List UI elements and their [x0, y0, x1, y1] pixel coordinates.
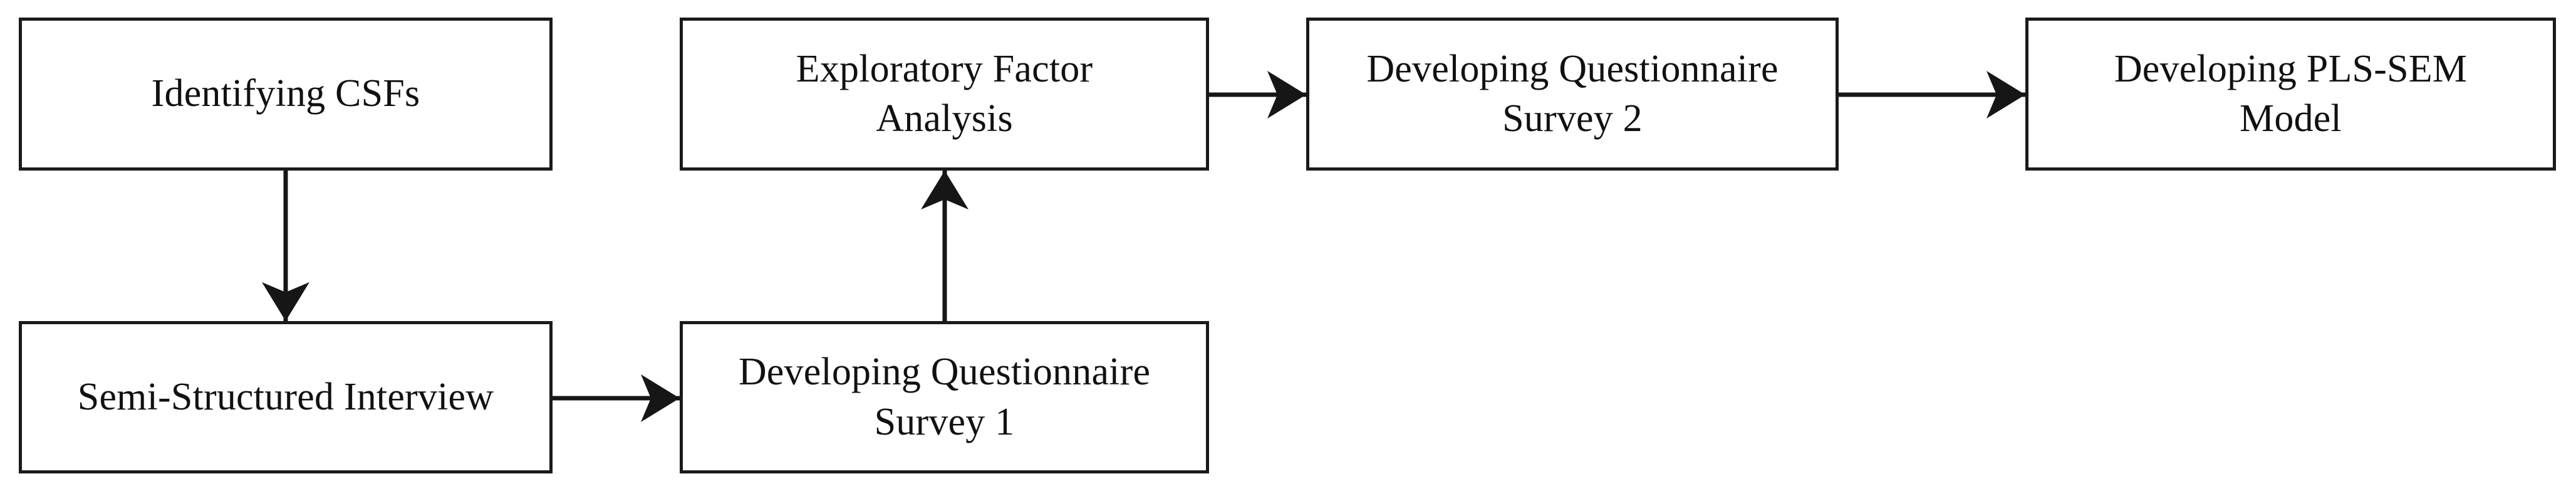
node-identifying-csfs[interactable]: Identifying CSFs — [19, 18, 553, 171]
arrowhead-icon — [641, 374, 680, 422]
node-label: Exploratory Factor Analysis — [796, 47, 1093, 140]
node-exploratory-factor-analysis[interactable]: Exploratory Factor Analysis — [680, 18, 1209, 171]
arrowhead-icon — [1267, 71, 1306, 119]
arrowhead-icon — [262, 282, 309, 321]
node-developing-questionnaire-survey-2[interactable]: Developing Questionnaire Survey 2 — [1306, 18, 1839, 171]
node-developing-pls-sem-model[interactable]: Developing PLS-SEM Model — [2025, 18, 2556, 171]
node-label: Semi-Structured Interview — [77, 375, 494, 418]
node-developing-questionnaire-survey-1[interactable]: Developing Questionnaire Survey 1 — [680, 321, 1209, 473]
node-label: Developing Questionnaire Survey 1 — [738, 351, 1151, 443]
node-label: Developing Questionnaire Survey 2 — [1366, 47, 1779, 140]
arrowhead-icon — [921, 171, 969, 209]
node-label: Identifying CSFs — [151, 72, 420, 115]
arrowhead-icon — [1987, 71, 2025, 119]
node-label: Developing PLS-SEM Model — [2114, 47, 2468, 140]
node-semi-structured-interview[interactable]: Semi-Structured Interview — [19, 321, 553, 473]
